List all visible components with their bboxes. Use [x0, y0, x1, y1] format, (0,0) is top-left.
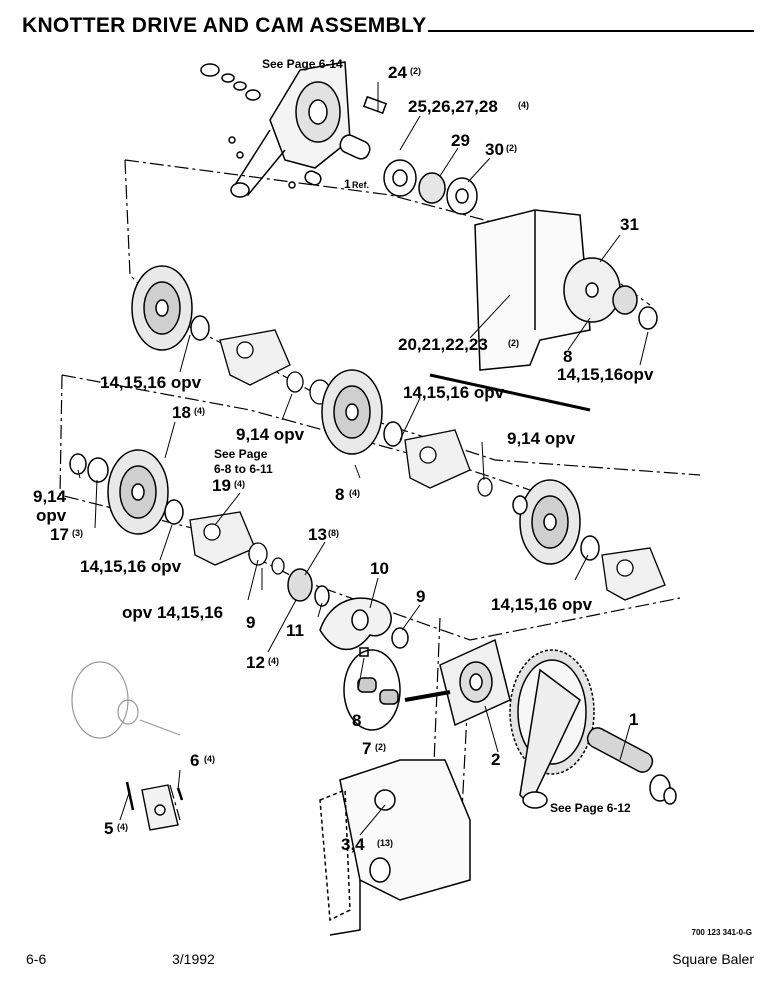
callout-opv-14-16: opv 14,15,16 — [122, 603, 223, 622]
callout-19: 19 — [212, 476, 231, 495]
callout-7-qty: (2) — [375, 742, 386, 752]
callout-8-lower: 8 — [352, 711, 361, 730]
callout-2: 2 — [491, 750, 500, 769]
knotter-disc-4 — [512, 479, 600, 565]
knotter-1 — [219, 329, 331, 405]
callout-20-23: 20,21,22,23 — [398, 335, 488, 354]
callout-8-middle-qty: (4) — [349, 488, 360, 498]
callout-14-16-opv-right: 14,15,16opv — [557, 365, 654, 384]
callout-25-28: 25,26,27,28 — [408, 97, 498, 116]
callout-10: 10 — [370, 559, 389, 578]
callout-25-28-qty: (4) — [518, 100, 529, 110]
callout-24-qty: (2) — [410, 66, 421, 76]
callout-12-qty: (4) — [268, 656, 279, 666]
callout-8-middle: 8 — [335, 485, 344, 504]
upper-drive-assembly — [200, 61, 478, 215]
callout-29: 29 — [451, 131, 470, 150]
callout-5: 5 — [104, 819, 113, 838]
callout-30-qty: (2) — [506, 143, 517, 153]
callout-18-qty: (4) — [194, 406, 205, 416]
callout-6: 6 — [190, 751, 199, 770]
callout-13-qty: (8) — [328, 528, 339, 538]
bracket-5-6 — [125, 781, 184, 831]
knotter-disc-3 — [69, 449, 184, 535]
callout-see-6-12: See Page 6-12 — [550, 801, 631, 815]
footer-page-number: 6-6 — [26, 951, 47, 967]
page-title: KNOTTER DRIVE AND CAM ASSEMBLY — [22, 14, 427, 37]
footer-product: Square Baler — [672, 951, 754, 967]
callout-1-ref-sub: Ref. — [352, 180, 369, 190]
callout-6-qty: (4) — [204, 754, 215, 764]
drawing-number: 700 123 341-0-G — [691, 928, 753, 937]
callout-13: 13 — [308, 525, 327, 544]
callout-14-16-opv-lower-left: 14,15,16 opv — [80, 557, 182, 576]
callout-24: 24 — [388, 63, 407, 82]
callout-9-right: 9 — [416, 587, 425, 606]
callout-31: 31 — [620, 215, 639, 234]
callout-9-14: 9,14 — [33, 487, 67, 506]
callout-1: 1 — [629, 710, 638, 729]
callout-labels: See Page 6-14 24 (2) 25,26,27,28 (4) 29 … — [33, 57, 654, 854]
callout-14-16-opv-lower-right: 14,15,16 opv — [491, 595, 593, 614]
callout-1-ref: 1 — [344, 177, 351, 191]
knotter-2 — [404, 429, 493, 497]
callout-9-14-opv-left: 9,14 opv — [236, 425, 305, 444]
center-cam-assembly — [287, 568, 409, 657]
callout-9-14-opv-right: 9,14 opv — [507, 429, 576, 448]
callout-see-6-8: 6-8 to 6-11 — [214, 462, 273, 476]
callout-17: 17 — [50, 525, 69, 544]
callout-14-16-opv-upper-left: 14,15,16 opv — [100, 373, 202, 392]
faded-sprocket — [71, 661, 181, 739]
callout-opv: opv — [36, 506, 67, 525]
callout-12: 12 — [246, 653, 265, 672]
knotter-disc-1 — [131, 265, 210, 351]
callout-3-4: 3,4 — [341, 835, 365, 854]
callout-14-16-opv-middle: 14,15,16 opv — [403, 383, 505, 402]
callout-17-qty: (3) — [72, 528, 83, 538]
drive-gear-and-crank — [509, 649, 677, 809]
callout-9-left: 9 — [246, 613, 255, 632]
gearbox-housing — [343, 638, 511, 731]
callout-18: 18 — [172, 403, 191, 422]
knotter-disc-2 — [321, 369, 403, 455]
callout-see-6-14: See Page 6-14 — [262, 57, 343, 71]
callout-19-qty: (4) — [234, 479, 245, 489]
callout-11: 11 — [286, 621, 304, 640]
callout-20-23-qty: (2) — [508, 338, 519, 348]
leader-lines — [77, 82, 649, 836]
baler-frame — [319, 759, 471, 936]
frame-bracket — [429, 209, 658, 412]
callout-8-upper: 8 — [563, 347, 572, 366]
knotter-4 — [601, 547, 666, 601]
callout-7: 7 — [362, 739, 371, 758]
title-rule — [428, 30, 754, 32]
callout-3-4-qty: (13) — [377, 838, 393, 848]
callout-see-page: See Page — [214, 447, 268, 461]
callout-5-qty: (4) — [117, 822, 128, 832]
callout-30: 30 — [485, 140, 504, 159]
footer-date: 3/1992 — [172, 951, 215, 967]
knotter-3 — [189, 511, 285, 575]
